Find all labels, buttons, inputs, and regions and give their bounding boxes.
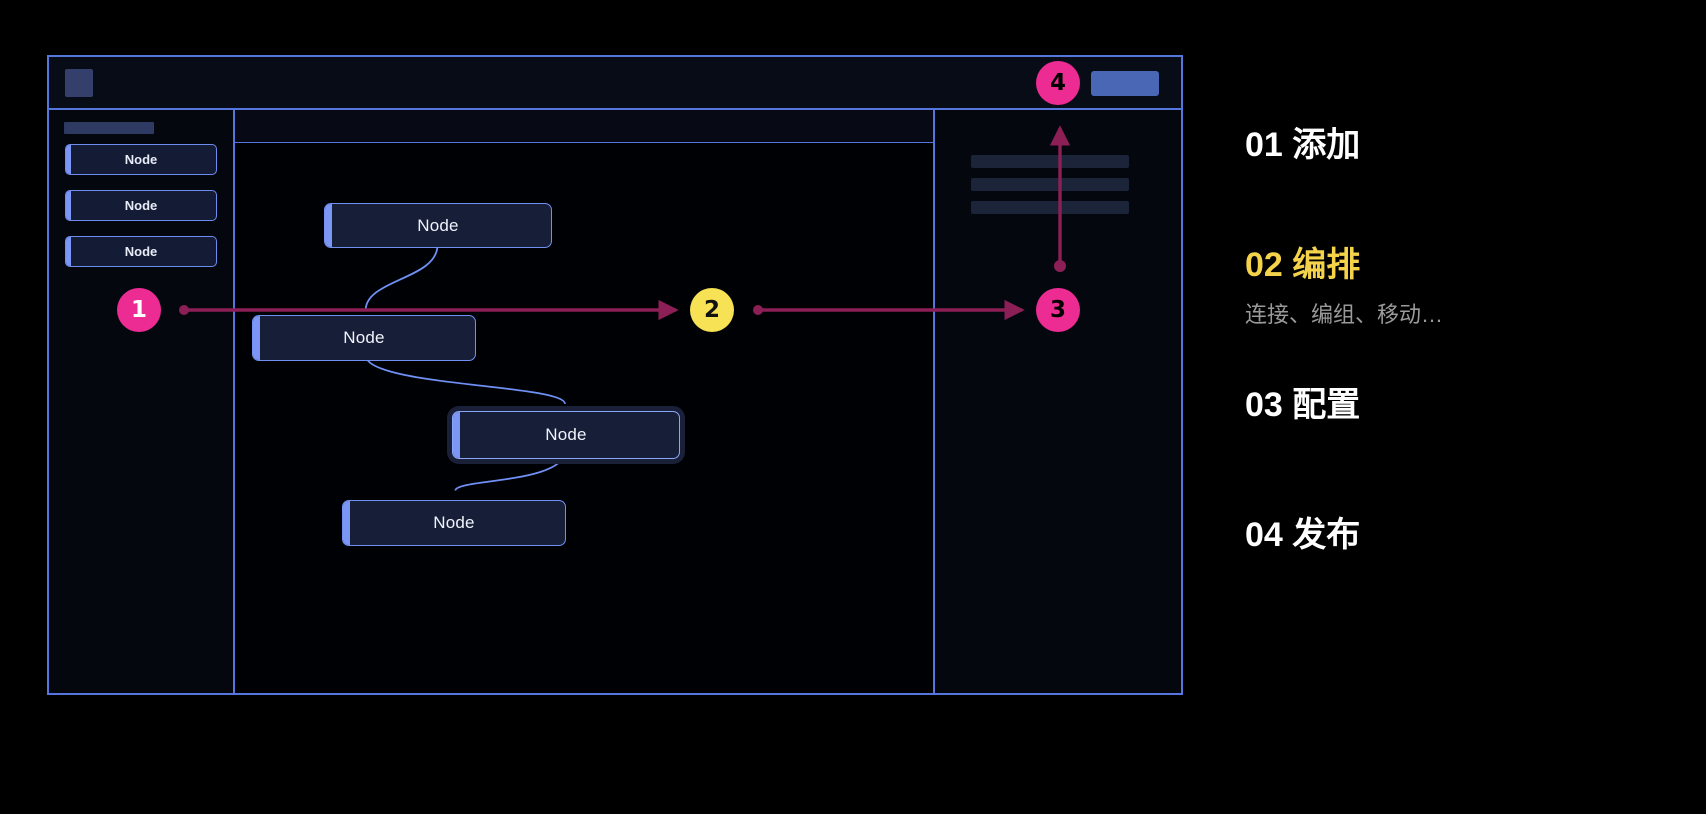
- step-item-04[interactable]: 04 发布: [1245, 516, 1360, 555]
- canvas-node[interactable]: Node: [324, 203, 552, 248]
- canvas-node-selected[interactable]: Node: [452, 411, 680, 459]
- canvas-node-label: Node: [343, 328, 385, 347]
- app-body: Node Node Node Node: [49, 110, 1181, 693]
- sidebar-node-label: Node: [124, 152, 158, 167]
- app-window: Node Node Node Node: [47, 55, 1183, 695]
- step-title: 02 编排: [1245, 246, 1443, 285]
- step-subtitle: 连接、编组、移动…: [1245, 302, 1444, 328]
- step-label: 配置: [1292, 386, 1361, 424]
- step-item-03[interactable]: 03 配置: [1245, 386, 1360, 425]
- step-number: 03: [1245, 386, 1283, 424]
- left-sidebar: Node Node Node: [49, 110, 235, 693]
- edge-n1-n2: [364, 245, 439, 311]
- app-header-bar: [49, 57, 1181, 110]
- canvas-node-label: Node: [545, 425, 587, 444]
- sidebar-node-label: Node: [124, 198, 158, 213]
- sidebar-node-label: Node: [124, 244, 158, 259]
- step-label: 添加: [1292, 126, 1361, 164]
- inspector-skeleton-row: [971, 201, 1129, 214]
- inspector-skeleton-row: [971, 155, 1129, 168]
- sidebar-section-title-skeleton: [64, 122, 154, 134]
- sidebar-node-item[interactable]: Node: [65, 190, 217, 221]
- step-number: 01: [1245, 126, 1283, 164]
- step-label: 发布: [1292, 516, 1361, 554]
- header-action-button[interactable]: [1091, 71, 1159, 96]
- canvas-toolbar: [235, 110, 933, 143]
- sidebar-node-list: Node Node Node: [65, 144, 217, 282]
- canvas-node-label: Node: [433, 513, 475, 532]
- step-title: 01 添加: [1245, 126, 1360, 165]
- step-number: 02: [1245, 246, 1283, 284]
- step-item-01[interactable]: 01 添加: [1245, 126, 1360, 165]
- step-label: 编排: [1292, 246, 1361, 284]
- step-title: 04 发布: [1245, 516, 1360, 555]
- canvas-area[interactable]: Node Node Node Node: [235, 143, 933, 693]
- inspector-skeleton-row: [971, 178, 1129, 191]
- sidebar-node-item[interactable]: Node: [65, 144, 217, 175]
- canvas-node-label: Node: [417, 215, 459, 235]
- canvas-node[interactable]: Node: [252, 315, 476, 361]
- right-inspector-panel: [935, 110, 1181, 693]
- step-number: 04: [1245, 516, 1283, 554]
- app-logo-square-icon: [65, 69, 93, 97]
- sidebar-node-item[interactable]: Node: [65, 236, 217, 267]
- step-item-02[interactable]: 02 编排 连接、编组、移动…: [1245, 246, 1443, 329]
- canvas-node[interactable]: Node: [342, 500, 566, 546]
- step-title: 03 配置: [1245, 386, 1360, 425]
- edge-n2-n3: [364, 354, 566, 405]
- canvas-column: Node Node Node Node: [235, 110, 935, 693]
